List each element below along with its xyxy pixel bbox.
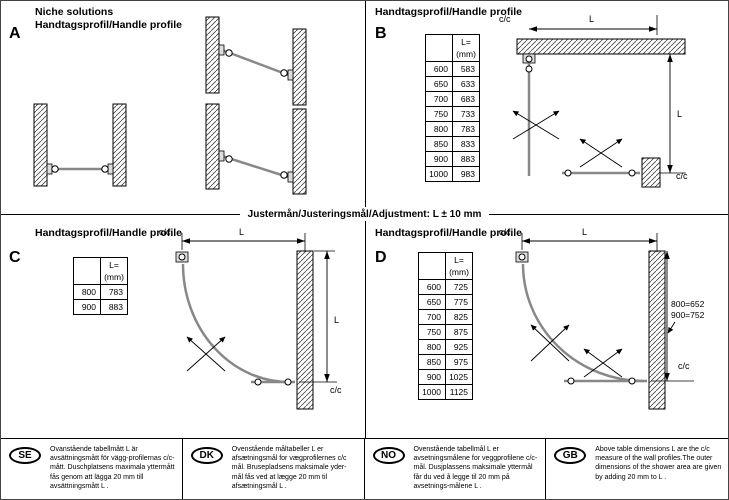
table-b-header-mm: (mm) bbox=[456, 49, 476, 59]
table-c-header-empty bbox=[73, 257, 101, 285]
table-b-header-empty bbox=[425, 34, 453, 62]
section-letter-b: B bbox=[375, 25, 387, 42]
cc-label-top-d: c/c bbox=[499, 227, 511, 237]
niche-diagram-bottom-left bbox=[33, 103, 127, 187]
panel-d: Handtagsprofil/Handle profile D L= (mm) … bbox=[366, 221, 728, 438]
niche-diagram-bottom-right bbox=[205, 103, 307, 195]
swing-arrows-c bbox=[186, 336, 226, 372]
table-d-header-empty bbox=[418, 252, 446, 280]
dimension-right-d: 800=652 900=752 c/c bbox=[651, 251, 705, 382]
panel-a-title: Niche solutions Handtagsprofil/Handle pr… bbox=[35, 6, 182, 32]
panel-c-title: Handtagsprofil/Handle profile bbox=[35, 227, 183, 239]
length-label-top-d: L bbox=[582, 227, 587, 237]
dimension-right-b: L c/c bbox=[660, 54, 688, 181]
section-letter-c: C bbox=[9, 249, 21, 266]
length-label-right-b: L bbox=[677, 109, 682, 119]
panel-a-title-line2: Handtagsprofil/Handle profile bbox=[35, 19, 183, 31]
door-d bbox=[515, 251, 647, 385]
cc-label-right-b: c/c bbox=[676, 171, 688, 181]
footnote-text-dk: Ovenstående måltabeller L er afsætningsm… bbox=[231, 446, 347, 490]
panel-b: Handtagsprofil/Handle profile B L= (mm) … bbox=[366, 1, 728, 214]
panel-a-title-line1: Niche solutions bbox=[35, 6, 114, 18]
adjustment-note: Justermån/Justeringsmål/Adjustment: L ± … bbox=[247, 208, 482, 220]
footnote-dk: DK Ovenstående måltabeller L er afsætnin… bbox=[183, 439, 365, 499]
swing-arrows-d bbox=[530, 324, 623, 378]
language-badge-gb: GB bbox=[554, 447, 587, 464]
door-c bbox=[175, 251, 295, 386]
niche-diagram-top bbox=[205, 16, 307, 106]
table-d-header-mm: (mm) bbox=[449, 267, 469, 277]
round-diagram-d: c/c L 800=652 900=752 c/c bbox=[499, 227, 705, 410]
dimension-top-b: c/c L bbox=[499, 14, 658, 35]
panel-a: Niche solutions Handtagsprofil/Handle pr… bbox=[1, 1, 365, 214]
section-letter-d: D bbox=[375, 249, 387, 266]
footnote-text-no: Ovenstående tabellmål L er avsetningsmål… bbox=[413, 446, 538, 490]
table-d-header-l: L= bbox=[454, 255, 464, 265]
footnote-text-gb: Above table dimensions L are the c/c mea… bbox=[595, 446, 722, 481]
walls-b bbox=[516, 38, 686, 188]
panel-d-title: Handtagsprofil/Handle profile bbox=[375, 227, 523, 239]
swing-arrows-b bbox=[512, 110, 623, 168]
footnote-no: NO Ovenstående tabellmål L er avsetnings… bbox=[365, 439, 547, 499]
adjustment-rule-right bbox=[489, 213, 728, 215]
wall-d bbox=[648, 250, 666, 410]
annotation-line1-d: 800=652 bbox=[671, 299, 705, 309]
language-badge-no: NO bbox=[372, 447, 405, 464]
cc-label-top-c: c/c bbox=[159, 227, 171, 237]
corner-diagram-b: c/c L L c/c bbox=[499, 14, 688, 188]
footnote-text-se: Ovanstående tabellmått L är avsättningsm… bbox=[50, 446, 175, 490]
table-b-header-l: L= bbox=[461, 37, 471, 47]
language-footnotes: SE Ovanstående tabellmått L är avsättnin… bbox=[1, 438, 728, 499]
annotation-line2-d: 900=752 bbox=[671, 310, 705, 320]
cc-label-right-c: c/c bbox=[330, 385, 342, 395]
length-label-top-c: L bbox=[239, 227, 244, 237]
dimension-top-d: c/c L bbox=[499, 227, 658, 252]
adjustment-band: Justermån/Justeringsmål/Adjustment: L ± … bbox=[1, 207, 728, 221]
footnote-gb: GB Above table dimensions L are the c/c … bbox=[546, 439, 728, 499]
panel-c: Handtagsprofil/Handle profile C L= (mm) … bbox=[1, 221, 365, 438]
footnote-se: SE Ovanstående tabellmått L är avsättnin… bbox=[1, 439, 183, 499]
panel-b-title: Handtagsprofil/Handle profile bbox=[375, 6, 523, 18]
wall-c bbox=[296, 250, 314, 410]
table-c-header-mm: (mm) bbox=[104, 272, 124, 282]
table-c-header-l: L= bbox=[109, 260, 119, 270]
doors-b bbox=[522, 53, 640, 177]
cc-label-right-d: c/c bbox=[678, 361, 690, 371]
language-badge-se: SE bbox=[9, 447, 41, 464]
round-diagram-c: c/c L L c/c bbox=[159, 227, 342, 410]
length-label-top-b: L bbox=[589, 14, 594, 24]
niche-diagrams bbox=[33, 16, 307, 195]
language-badge-dk: DK bbox=[190, 447, 223, 464]
section-letter-a: A bbox=[9, 25, 21, 42]
cc-label-top-b: c/c bbox=[499, 14, 511, 24]
dimension-top-c: c/c L bbox=[159, 227, 306, 252]
adjustment-rule-left bbox=[1, 213, 240, 215]
length-label-right-c: L bbox=[334, 315, 339, 325]
dimension-right-c: L c/c bbox=[299, 250, 342, 395]
